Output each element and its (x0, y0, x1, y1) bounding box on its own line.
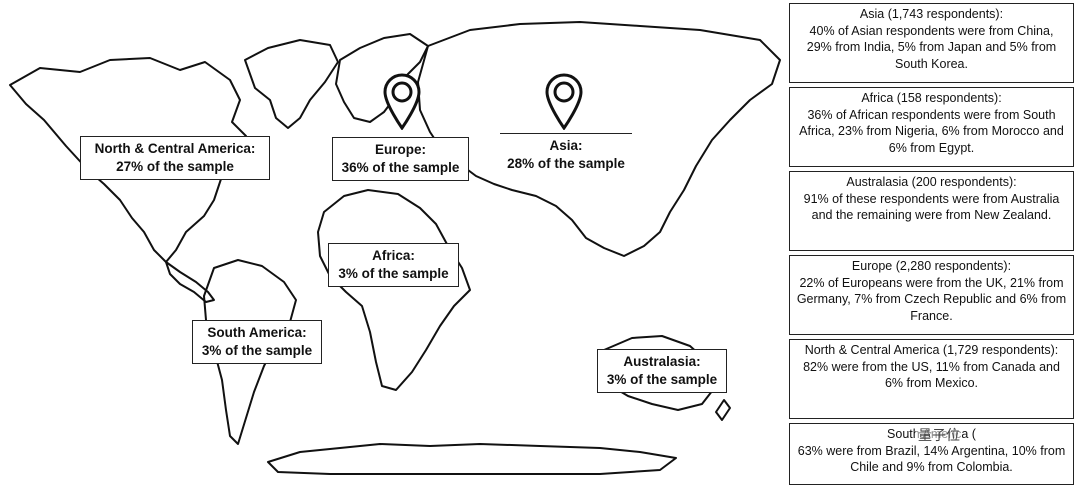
label-line2: 3% of the sample (201, 343, 313, 358)
panel-asia: Asia (1,743 respondents): 40% of Asian r… (789, 3, 1074, 83)
panel-australasia: Australasia (200 respondents): 91% of th… (789, 171, 1074, 251)
africa-outline (317, 189, 471, 391)
central-america-outline (165, 261, 215, 303)
label-line2: 3% of the sample (606, 372, 718, 387)
label-australasia: Australasia: 3% of the sample (597, 349, 727, 393)
panel-africa: Africa (158 respondents): 36% of African… (789, 87, 1074, 167)
antarctica-outline (267, 443, 677, 475)
panel-body: 36% of African respondents were from Sou… (799, 107, 1064, 155)
label-line1: Africa: (372, 248, 415, 263)
label-line2: 3% of the sample (338, 266, 449, 281)
label-line1: South America: (207, 325, 307, 340)
panel-title: Europe (2,280 respondents): (851, 259, 1012, 273)
panel-body: 82% were from the US, 11% from Canada an… (803, 359, 1060, 391)
panel-north-central-america: North & Central America (1,729 responden… (789, 339, 1074, 419)
panel-title: Asia (1,743 respondents): (859, 7, 1004, 21)
panel-title: Australasia (200 respondents): (846, 175, 1017, 189)
label-europe: Europe: 36% of the sample (332, 137, 469, 181)
panel-europe: Europe (2,280 respondents): 22% of Europ… (789, 255, 1074, 335)
watermark: 量子位 (916, 425, 962, 445)
map-pin-icon (545, 73, 583, 130)
label-line1: Europe: (374, 142, 426, 157)
label-north-central-america: North & Central America: 27% of the samp… (80, 136, 270, 180)
label-line2: 36% of the sample (341, 160, 460, 175)
label-line1: North & Central America: (94, 141, 256, 156)
map-pin-icon (383, 73, 421, 130)
label-africa: Africa: 3% of the sample (328, 243, 459, 287)
panel-body: 22% of Europeans were from the UK, 21% f… (796, 275, 1067, 323)
label-line1: Australasia: (623, 354, 701, 369)
label-line2: 28% of the sample (507, 156, 625, 171)
greenland-outline (244, 39, 339, 129)
panel-body: 63% were from Brazil, 14% Argentina, 10%… (797, 443, 1066, 475)
label-south-america: South America: 3% of the sample (192, 320, 322, 364)
new-zealand-outline (715, 399, 731, 421)
panel-title: North & Central America (1,729 responden… (804, 343, 1059, 357)
label-line2: 27% of the sample (116, 159, 234, 174)
panel-body: 40% of Asian respondents were from China… (806, 23, 1057, 71)
panel-title: Africa (158 respondents): (861, 91, 1002, 105)
panel-body: 91% of these respondents were from Austr… (803, 191, 1060, 223)
label-line1: Asia: (549, 138, 583, 153)
label-asia: Asia: 28% of the sample (500, 133, 632, 176)
